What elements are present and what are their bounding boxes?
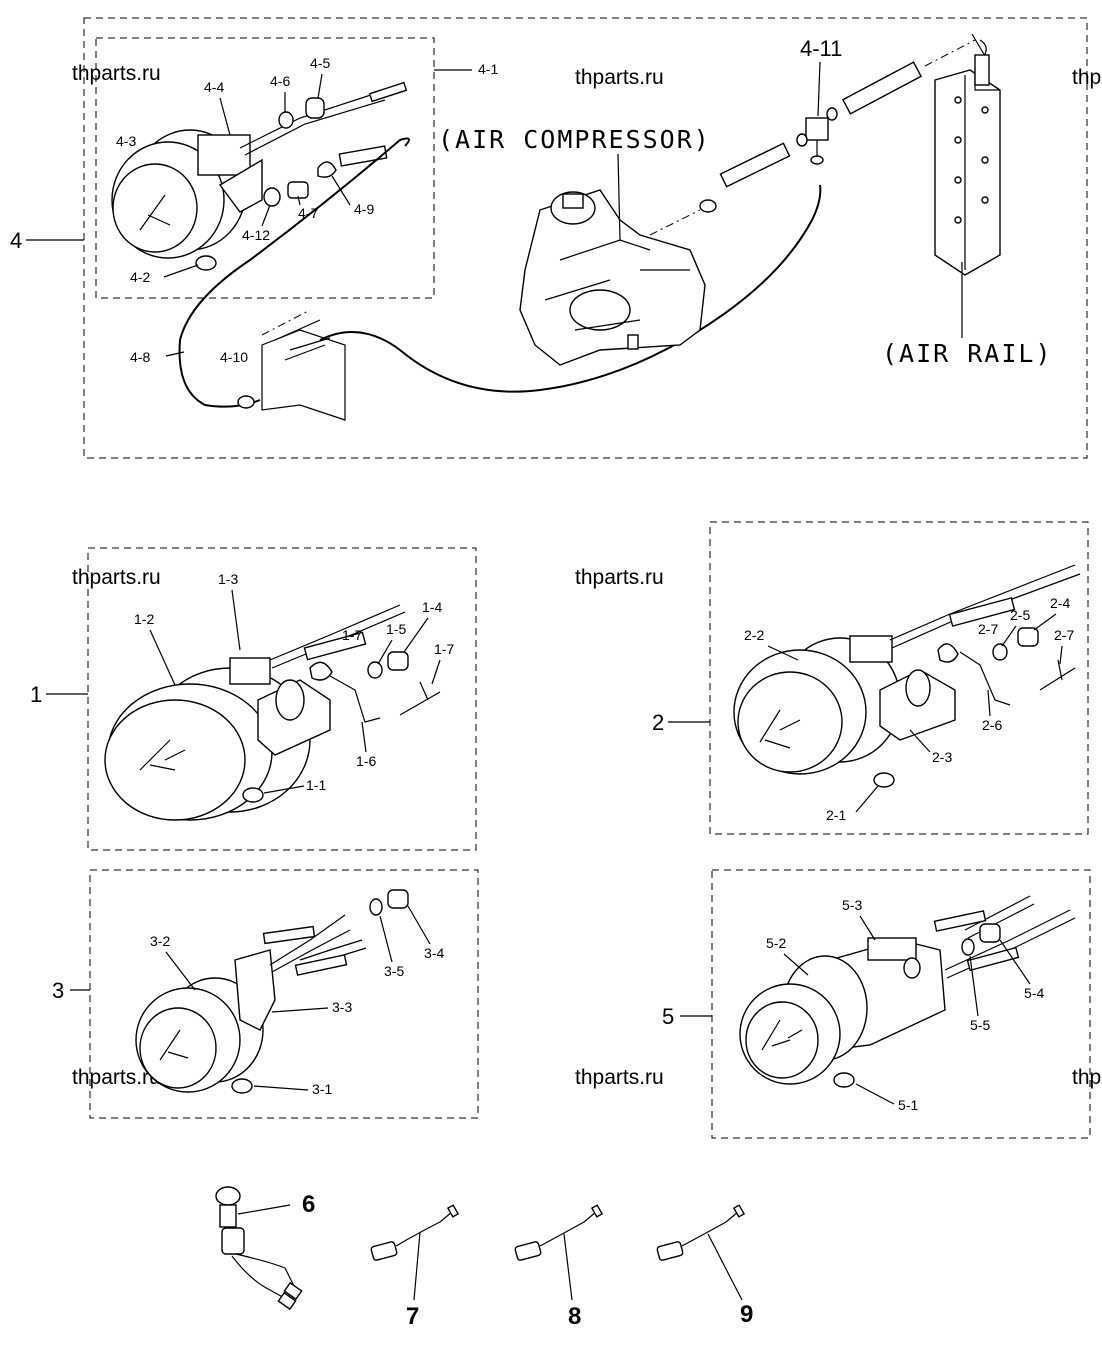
- watermark: thparts.ru: [72, 566, 161, 589]
- watermark: thparts.ru: [72, 1066, 161, 1089]
- item-label-9: 9: [740, 1301, 753, 1328]
- group-2-outline: [709, 521, 1089, 835]
- gauge: [733, 635, 956, 775]
- group-1-outline: [87, 547, 477, 851]
- watermark: thparts.ru: [72, 62, 161, 85]
- part-label-2-7: 2-7: [978, 621, 998, 637]
- part-label-2-3: 2-3: [932, 749, 952, 765]
- group-4-1-outline: [95, 37, 435, 299]
- gauge: [135, 949, 276, 1093]
- group-2-label: 2: [652, 710, 664, 735]
- part-label-4-9: 4-9: [354, 201, 374, 217]
- group-3-assembly: 3 3-2 3-3 3-5 3-4 3-1: [52, 869, 479, 1119]
- group-4-outline: [83, 17, 1088, 459]
- item-label-6: 6: [302, 1191, 315, 1218]
- part-label-3-5: 3-5: [384, 963, 404, 979]
- watermark: thparts.ru: [1072, 1066, 1102, 1089]
- gauge: [111, 129, 263, 259]
- group-3-label: 3: [52, 978, 64, 1003]
- part-label-1-7: 1-7: [342, 627, 362, 643]
- bulb: [195, 255, 217, 271]
- item-9-connector: 9: [656, 1204, 753, 1328]
- part-label-1-6: 1-6: [356, 753, 376, 769]
- part-label-3-4: 3-4: [424, 945, 444, 961]
- watermark: thparts.ru: [575, 1066, 664, 1089]
- part-label-4-8: 4-8: [130, 349, 150, 365]
- air-tube: [178, 137, 410, 408]
- group-5-outline: [711, 869, 1091, 1139]
- part-label-5-1: 5-1: [898, 1097, 918, 1113]
- part-label-1-4: 1-4: [422, 599, 442, 615]
- air-compressor-label: (AIR COMPRESSOR): [438, 125, 711, 154]
- part-label-4-6: 4-6: [270, 73, 290, 89]
- item-8-connector: 8: [514, 1204, 604, 1330]
- part-label-1-5: 1-5: [386, 621, 406, 637]
- part-label-2-2: 2-2: [744, 627, 764, 643]
- part-label-4-11: 4-11: [800, 36, 842, 61]
- group-4-label: 4: [10, 228, 22, 253]
- gauge: [104, 657, 331, 821]
- air-rail-label: (AIR RAIL): [882, 339, 1053, 368]
- part-label-4-12: 4-12: [242, 227, 270, 243]
- group-5-assembly: 5 5-3 5-2 5-5 5-4 5-1: [662, 869, 1091, 1139]
- air-compressor: [519, 189, 706, 366]
- part-label-1-7: 1-7: [434, 641, 454, 657]
- group-1-label: 1: [30, 682, 42, 707]
- part-label-5-2: 5-2: [766, 935, 786, 951]
- item-label-8: 8: [568, 1303, 581, 1330]
- part-label-2-4: 2-4: [1050, 595, 1070, 611]
- part-label-4-4: 4-4: [204, 79, 224, 95]
- group-2-assembly: 2 2-2 2-7 2-5 2-4 2-7 2-6 2-3 2-1: [652, 521, 1089, 835]
- air-rail: [934, 54, 1001, 276]
- part-label-4-3: 4-3: [116, 133, 136, 149]
- group-4-assembly: 4 4-1 4-3 4-4 4-6 4-5 4-2: [10, 17, 1088, 459]
- part-label-2-6: 2-6: [982, 717, 1002, 733]
- part-label-5-5: 5-5: [970, 1017, 990, 1033]
- part-label-4-1: 4-1: [478, 61, 498, 77]
- item-6-switch: 6: [215, 1186, 315, 1311]
- part-label-1-3: 1-3: [218, 571, 238, 587]
- part-label-3-1: 3-1: [312, 1081, 332, 1097]
- watermark: thparts.ru: [575, 66, 664, 89]
- item-7-connector: 7: [370, 1204, 460, 1330]
- part-label-5-3: 5-3: [842, 897, 862, 913]
- part-label-4-5: 4-5: [310, 55, 330, 71]
- part-label-2-7: 2-7: [1054, 627, 1074, 643]
- part-label-3-2: 3-2: [150, 933, 170, 949]
- item-label-7: 7: [406, 1303, 419, 1330]
- group-1-assembly: 1 1-2 1-3 1-7 1-5 1-4 1-7 1-6 1-1: [30, 547, 477, 851]
- tee-fitting: [796, 107, 838, 165]
- part-label-3-3: 3-3: [332, 999, 352, 1015]
- watermark: thparts.ru: [575, 566, 664, 589]
- part-label-4-10: 4-10: [220, 349, 248, 365]
- gauge: [739, 937, 946, 1085]
- part-label-4-2: 4-2: [130, 269, 150, 285]
- part-label-2-1: 2-1: [826, 807, 846, 823]
- group-5-label: 5: [662, 1004, 674, 1029]
- part-label-2-5: 2-5: [1010, 607, 1030, 623]
- part-label-1-1: 1-1: [306, 777, 326, 793]
- group-3-outline: [89, 869, 479, 1119]
- part-label-4-7: 4-7: [298, 205, 318, 221]
- part-label-5-4: 5-4: [1024, 985, 1044, 1001]
- part-label-1-2: 1-2: [134, 611, 154, 627]
